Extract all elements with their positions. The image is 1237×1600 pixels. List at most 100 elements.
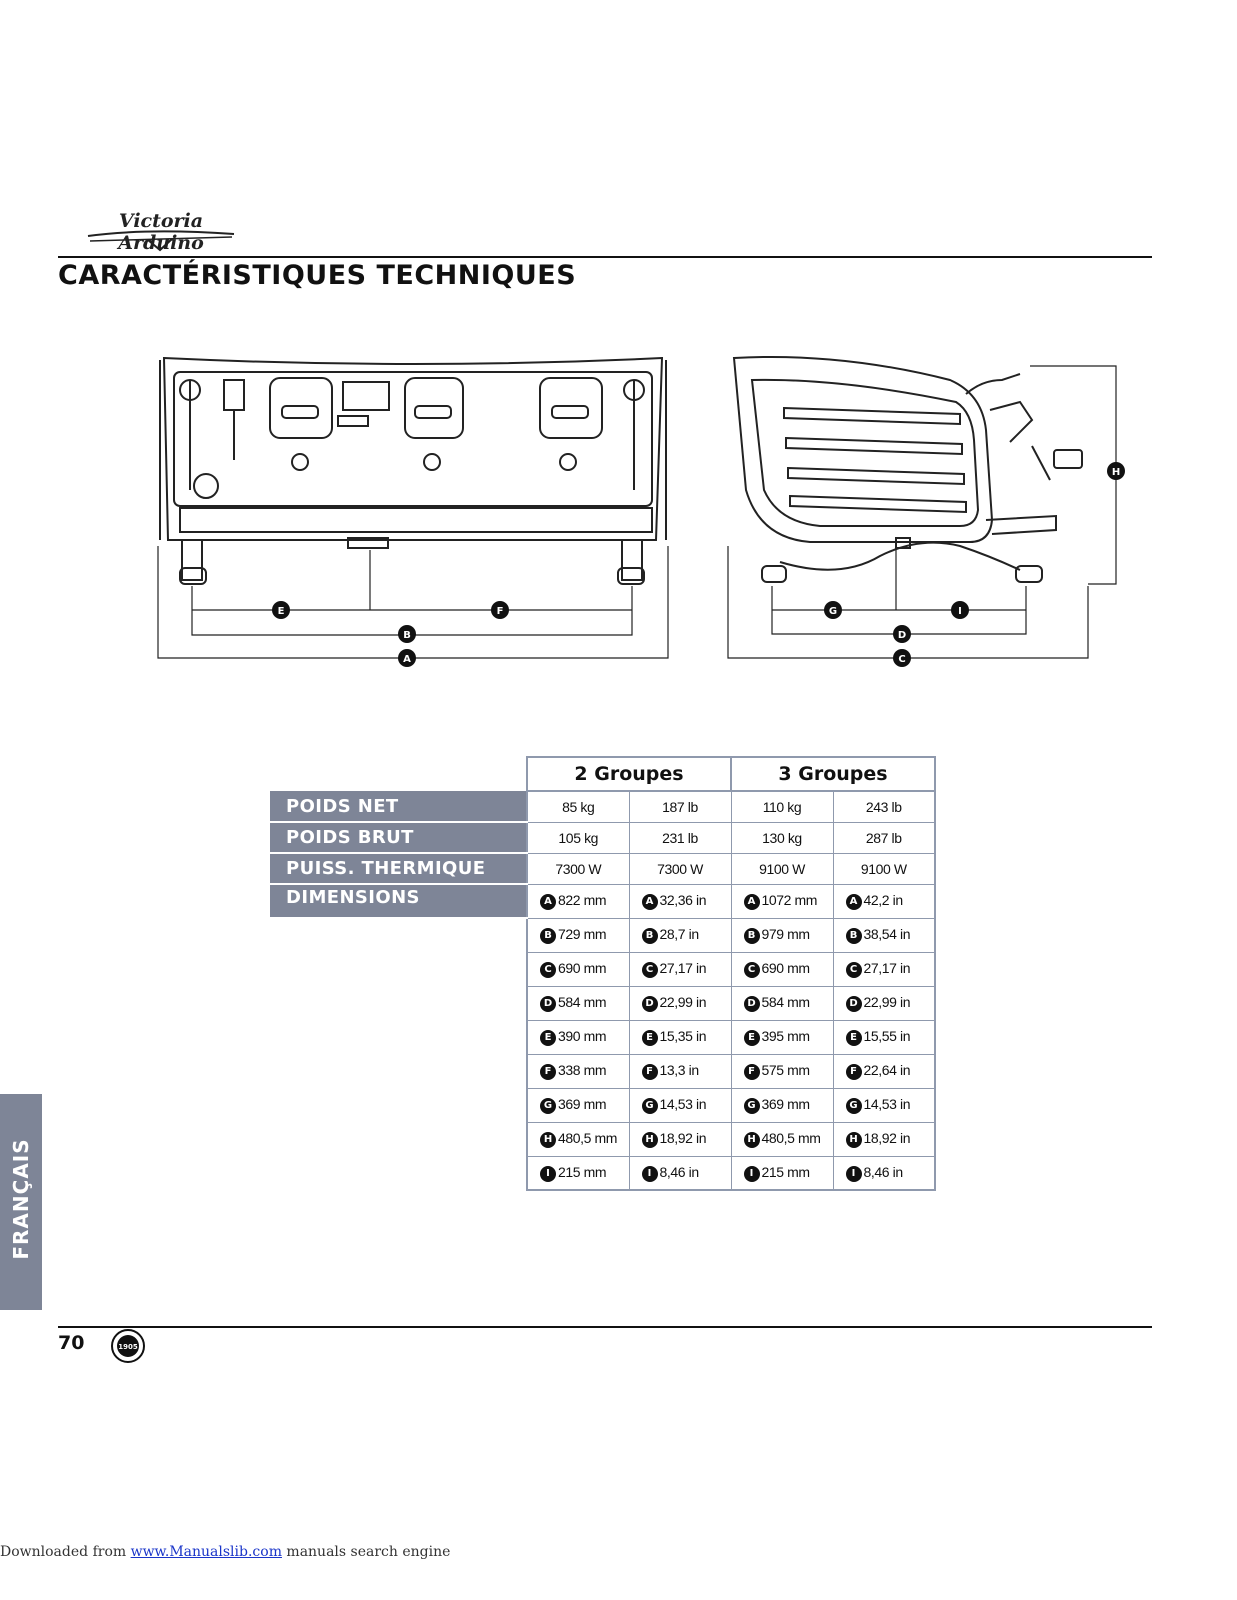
dimension-letter-badge: F [845, 1064, 862, 1080]
table-cell: 85 kg [526, 790, 630, 823]
table-blank-cell [270, 1122, 527, 1156]
dimension-letter-badge: B [845, 928, 862, 944]
download-suffix: manuals search engine [281, 1544, 451, 1560]
dimension-letter-badge: H [540, 1132, 556, 1148]
table-blank-cell [270, 918, 527, 952]
dimension-value: 32,36 in [659, 892, 707, 908]
row-label-puiss-thermique: PUISS. THERMIQUE [270, 853, 527, 885]
dimension-letter-badge: H [743, 1132, 760, 1148]
dimension-value: 584 mm [558, 994, 607, 1010]
dimension-value: 14,53 in [863, 1096, 911, 1112]
specs-header-row: 2 Groupes 3 Groupes [270, 756, 936, 792]
dimension-value: 42,2 in [863, 892, 904, 908]
manualslib-link[interactable]: www.Manualslib.com [130, 1544, 282, 1560]
table-cell: 110 kg [730, 790, 834, 823]
front-label-e: E [278, 606, 285, 617]
side-view-diagram: G I D C H [720, 350, 1140, 670]
dimension-value: 8,46 in [863, 1163, 904, 1180]
table-cell: 7300 W [526, 852, 630, 885]
table-cell: 105 kg [526, 821, 630, 854]
side-label-d: D [898, 630, 906, 641]
dimension-value: 395 mm [761, 1028, 811, 1044]
dimension-letter-badge: B [540, 928, 556, 944]
language-tab-label: FRANÇAIS [9, 1138, 33, 1260]
dimension-letter-badge: D [641, 996, 658, 1012]
dimension-letter-badge: C [743, 962, 760, 978]
dimension-value: 729 mm [558, 926, 607, 942]
dimension-letter-badge: D [845, 996, 862, 1012]
dimension-letter-badge: E [641, 1030, 658, 1046]
table-cell: 243 lb [832, 790, 936, 823]
dimension-letter-badge: H [641, 1132, 658, 1148]
dimension-letter-badge: I [743, 1165, 760, 1182]
dimension-value: 8,46 in [659, 1163, 700, 1180]
dimension-value: 390 mm [558, 1028, 607, 1044]
page-title: CARACTÉRISTIQUES TECHNIQUES [58, 260, 577, 291]
dimension-letter-badge: F [743, 1064, 760, 1080]
dimension-letter-badge: G [540, 1098, 556, 1114]
side-label-h: H [1112, 467, 1120, 478]
dimension-value: 22,99 in [863, 994, 911, 1010]
dimension-value: 369 mm [558, 1096, 607, 1112]
table-blank-cell [270, 1156, 527, 1190]
dimension-value: 480,5 mm [558, 1130, 618, 1146]
table-cell: 9100 W [832, 852, 936, 885]
table-cell: 287 lb [832, 821, 936, 854]
front-label-b: B [403, 630, 411, 641]
page-number: 70 [58, 1332, 85, 1354]
side-view-drawing: G I D C H [727, 355, 1125, 667]
dimension-value: 14,53 in [659, 1096, 707, 1112]
dimension-letter-badge: A [641, 894, 658, 910]
table-cell: 7300 W [628, 852, 732, 885]
dimension-value: 22,99 in [659, 994, 707, 1010]
dimension-letter-badge: C [540, 962, 556, 978]
logo-swoosh-icon [87, 230, 235, 252]
front-label-a: A [403, 654, 411, 665]
dimension-letter-badge: A [540, 894, 556, 910]
dimension-value: 18,92 in [659, 1130, 707, 1146]
table-blank-cell [270, 1088, 527, 1122]
dimension-letter-badge: A [845, 894, 862, 910]
download-line: Downloaded from www.Manualslib.com manua… [0, 1544, 450, 1560]
dimension-letter-badge: B [743, 928, 760, 944]
table-cell: 187 lb [628, 790, 732, 823]
dimension-letter-badge: D [540, 996, 556, 1012]
dimension-value: 15,55 in [863, 1028, 911, 1044]
dimension-value: 27,17 in [863, 960, 911, 976]
dimension-letter-badge: D [743, 996, 760, 1012]
dimension-value: 690 mm [761, 960, 811, 976]
seal-icon: 1905 [111, 1329, 145, 1363]
dimension-letter-badge: I [540, 1165, 556, 1182]
seal-text: 1905 [118, 1343, 138, 1351]
dimension-value: 13,3 in [659, 1062, 700, 1078]
dimension-value: 822 mm [558, 892, 607, 908]
row-label-poids-net: POIDS NET [270, 791, 527, 823]
dimension-value: 215 mm [761, 1163, 811, 1180]
footer-rule [58, 1326, 1152, 1328]
front-view-diagram: E F B A [150, 350, 680, 670]
